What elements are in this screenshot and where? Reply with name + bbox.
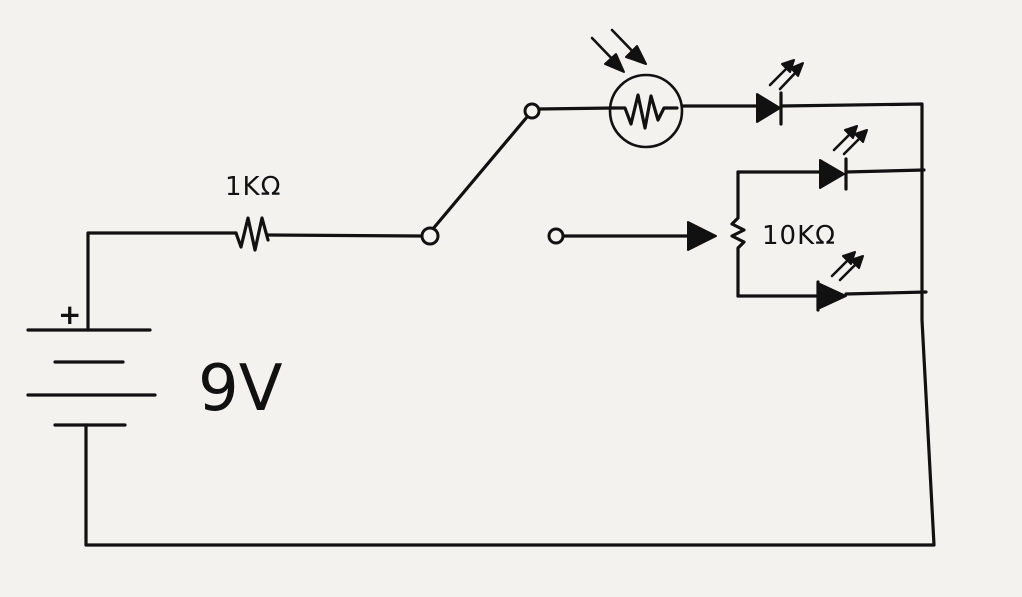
wire-resistor-to-switch — [266, 233, 422, 238]
battery-voltage-label: 9V — [198, 352, 283, 426]
wire-right-rail-and-bottom — [84, 102, 936, 547]
led-2-emit-head-1 — [844, 125, 858, 139]
switch-lever — [430, 115, 529, 232]
led-1-emit-head-2 — [790, 62, 804, 77]
ldr-light-arrow-1-head — [604, 53, 625, 73]
ldr — [590, 28, 684, 149]
battery: + 9V — [26, 298, 283, 427]
potentiometer-track — [730, 170, 746, 298]
resistor-1k: 1KΩ — [225, 172, 281, 252]
potentiometer-wiper-arrow — [687, 221, 717, 251]
led-2-triangle — [819, 159, 845, 189]
wire-battery-top — [86, 231, 238, 332]
switch-common-terminal — [420, 226, 440, 246]
ldr-light-arrow-2-head — [625, 45, 647, 65]
wire-led2-to-rail — [844, 168, 926, 174]
resistor-1k-zigzag — [234, 216, 270, 252]
led-3 — [816, 251, 864, 312]
led-2 — [819, 125, 868, 191]
battery-plus-label: + — [58, 298, 81, 331]
led-3-emit-head-2 — [850, 255, 864, 269]
led-3-triangle — [819, 283, 847, 309]
wire-switch-to-ldr — [537, 106, 616, 111]
resistor-1k-label: 1KΩ — [225, 172, 281, 202]
ldr-zigzag — [612, 93, 679, 130]
switch-upper-terminal — [523, 102, 541, 120]
potentiometer-label: 10KΩ — [762, 221, 836, 251]
wire-led3-to-rail — [844, 290, 928, 296]
led-2-emit-head-2 — [854, 129, 868, 143]
led-1-triangle — [756, 93, 781, 123]
switch — [420, 102, 565, 246]
led-1 — [756, 59, 804, 126]
potentiometer-10k: 10KΩ — [730, 170, 836, 298]
ldr-body — [608, 73, 684, 149]
switch-lower-terminal — [547, 227, 565, 245]
